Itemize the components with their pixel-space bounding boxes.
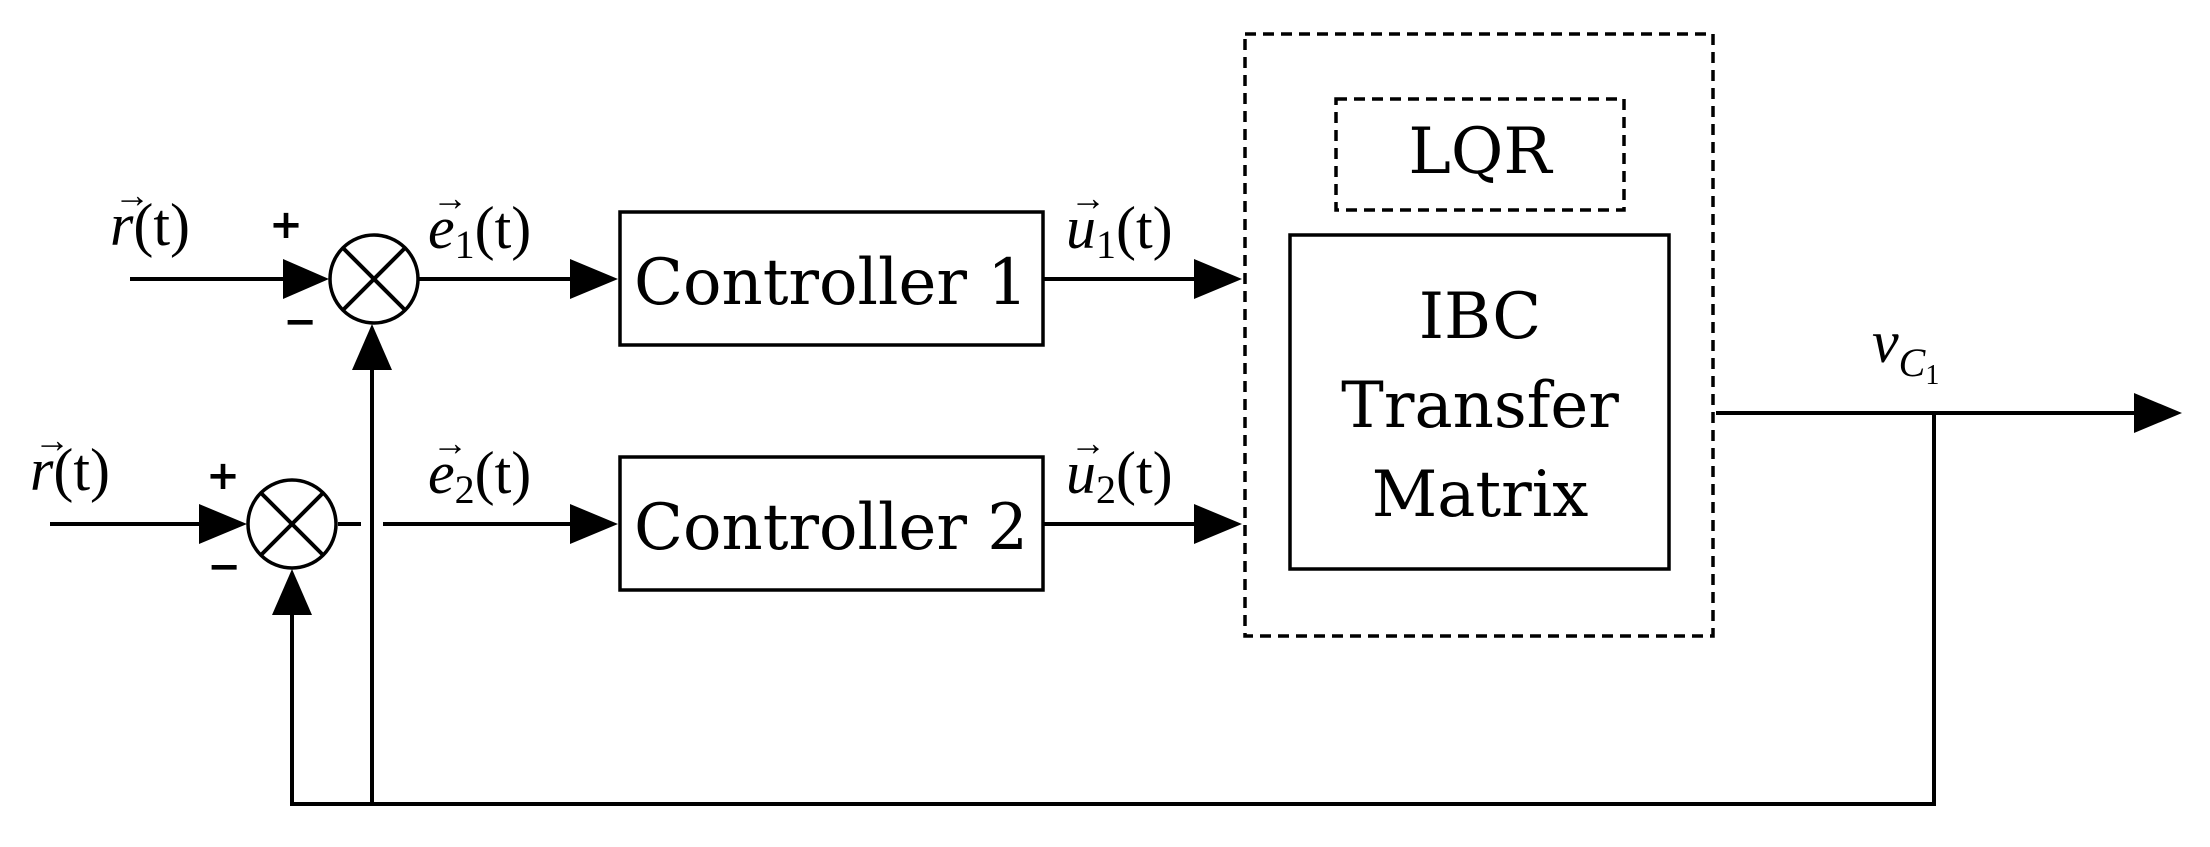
- ibc-label-line2: Transfer: [1341, 369, 1619, 443]
- arrow-output: [2134, 393, 2182, 433]
- sum1-plus-sign: +: [269, 202, 303, 248]
- lqr-block: [1334, 97, 1626, 212]
- arrow-ref1: [283, 259, 329, 299]
- arrow-feedback-sum2: [272, 569, 312, 615]
- svg-text:e2(t): e2(t): [428, 440, 531, 512]
- controller-1-block: [618, 210, 1045, 347]
- reference-signal-bottom-label: → r(t): [30, 420, 110, 503]
- controller-2-block: [618, 455, 1045, 592]
- wire-feedback-loop: [290, 413, 1936, 806]
- svg-text:u2(t): u2(t): [1066, 440, 1173, 512]
- svg-text:r(t): r(t): [110, 192, 190, 258]
- error-signal-1-label: → e1(t): [428, 178, 531, 267]
- summing-junction-2: [246, 478, 338, 570]
- svg-text:→: →: [432, 423, 468, 463]
- sum2-plus-sign: +: [206, 453, 240, 499]
- arrow-u2: [1194, 504, 1242, 544]
- ibc-label-line3: Matrix: [1372, 458, 1589, 532]
- arrow-u1: [1194, 259, 1242, 299]
- control-signal-2-label: → u2(t): [1066, 423, 1173, 512]
- reference-signal-top-label: → r(t): [110, 175, 190, 258]
- svg-text:→: →: [432, 178, 468, 218]
- summing-junction-1: [328, 233, 420, 325]
- arrow-feedback-sum1: [352, 324, 392, 370]
- ibc-transfer-matrix-block: [1288, 233, 1671, 571]
- arrow-ref2: [199, 504, 247, 544]
- arrow-e2: [570, 504, 618, 544]
- svg-text:→: →: [1070, 423, 1106, 463]
- svg-text:→: →: [1070, 178, 1106, 218]
- svg-text:e1(t): e1(t): [428, 195, 531, 267]
- sum2-minus-sign: −: [207, 544, 241, 590]
- error-signal-2-label: → e2(t): [428, 423, 531, 512]
- lqr-label: LQR: [1408, 115, 1553, 189]
- svg-text:r(t): r(t): [30, 437, 110, 503]
- ibc-label-line1: IBC: [1419, 280, 1541, 354]
- controller-1-label: Controller 1: [634, 246, 1028, 320]
- svg-text:u1(t): u1(t): [1066, 195, 1173, 267]
- output-signal-label: vC1: [1872, 309, 1939, 391]
- control-signal-1-label: → u1(t): [1066, 178, 1173, 267]
- lqr-outer-boundary: [1243, 32, 1715, 638]
- sum1-minus-sign: −: [283, 299, 317, 345]
- svg-text:→: →: [114, 175, 150, 215]
- svg-text:vC1: vC1: [1872, 309, 1939, 391]
- controller-2-label: Controller 2: [634, 491, 1028, 565]
- svg-text:→: →: [34, 420, 70, 460]
- arrow-e1: [570, 259, 618, 299]
